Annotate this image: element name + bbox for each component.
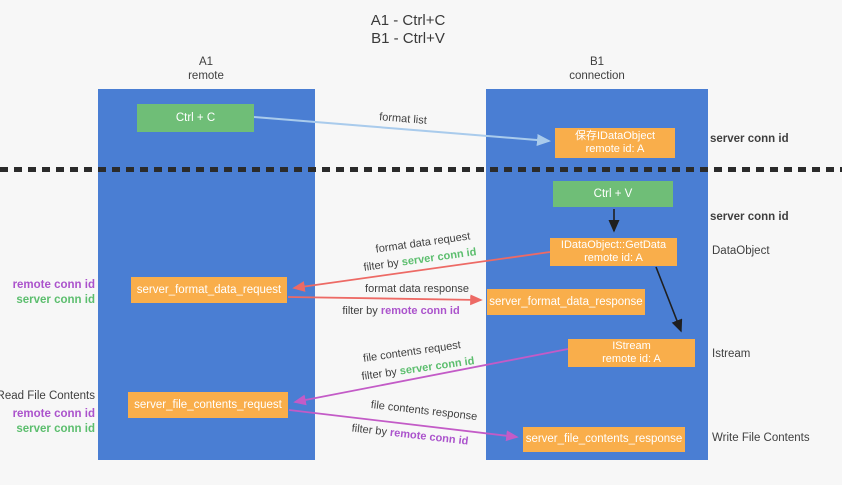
lane-header-b1: B1 connection	[537, 56, 657, 83]
istream-node: IStream remote id: A	[568, 339, 695, 367]
ctrl-c-label: Ctrl + C	[175, 111, 216, 124]
filter-by-remote-conn-id-label-2: filter by remote conn id	[351, 422, 469, 447]
ctrl-v-label: Ctrl + V	[593, 187, 633, 200]
save-idataobject-node: 保存IDataObject remote id: A	[555, 128, 675, 158]
filter-by-text: filter by	[360, 366, 398, 383]
server-conn-id-text: server conn id	[399, 355, 476, 378]
getdata-line1: IDataObject::GetData	[560, 239, 667, 251]
lane-a1-name: A1	[198, 56, 214, 68]
session-divider-dotted-line	[0, 167, 842, 172]
diagram-title: A1 - Ctrl+C B1 - Ctrl+V	[308, 12, 508, 48]
lane-header-a1: A1 remote	[146, 56, 266, 83]
read-file-contents-label: Read File Contents	[0, 390, 95, 402]
format-request-conn-ids: remote conn id server conn id	[13, 278, 95, 308]
write-file-contents-label: Write File Contents	[712, 432, 810, 444]
server-file-contents-request-label: server_file_contents_request	[134, 398, 282, 411]
lane-b1-subtitle: connection	[569, 69, 625, 82]
filter-by-remote-conn-id-label-1: filter by remote conn id	[342, 305, 459, 317]
remote-conn-id-text: remote conn id	[12, 408, 95, 420]
server-format-data-response-node: server_format_data_response	[487, 289, 645, 315]
ctrl-v-node: Ctrl + V	[553, 181, 673, 207]
remote-conn-id-text: remote conn id	[389, 426, 469, 448]
filter-by-text: filter by	[351, 422, 388, 439]
server-file-contents-response-label: server_file_contents_response	[525, 433, 683, 445]
ctrl-c-node: Ctrl + C	[137, 104, 254, 132]
save-idataobject-line1: 保存IDataObject	[574, 130, 656, 142]
server-file-contents-response-node: server_file_contents_response	[523, 427, 685, 452]
title-line-2: B1 - Ctrl+V	[371, 30, 445, 47]
server-conn-id-text: server conn id	[16, 294, 95, 306]
file-contents-response-label: file contents response	[370, 398, 478, 424]
server-file-contents-request-node: server_file_contents_request	[128, 392, 288, 418]
server-conn-id-text: server conn id	[16, 423, 95, 435]
filter-by-text: filter by	[362, 257, 400, 274]
format-data-response-label: format data response	[365, 283, 469, 295]
filter-by-text: filter by	[342, 305, 378, 317]
server-format-data-response-label: server_format_data_response	[489, 295, 643, 308]
remote-conn-id-text: remote conn id	[380, 305, 460, 317]
istream-line1: IStream	[612, 340, 651, 352]
istream-line2: remote id: A	[602, 353, 661, 365]
istream-side-label: Istream	[712, 348, 751, 360]
server-format-data-request-label: server_format_data_request	[136, 283, 282, 296]
idataobject-getdata-node: IDataObject::GetData remote id: A	[550, 238, 677, 266]
server-conn-id-side-label-2: server conn id	[710, 211, 789, 223]
lane-a1-subtitle: remote	[188, 69, 224, 82]
lane-b1-name: B1	[589, 56, 605, 68]
save-idataobject-line2: remote id: A	[585, 143, 645, 155]
server-format-data-request-node: server_format_data_request	[131, 277, 287, 303]
file-request-conn-ids: Read File Contents remote conn id server…	[0, 389, 95, 437]
title-line-1: A1 - Ctrl+C	[370, 12, 446, 29]
format-list-label: format list	[378, 111, 428, 127]
remote-conn-id-text: remote conn id	[12, 279, 95, 291]
dataobject-side-label: DataObject	[712, 245, 770, 257]
format-data-response-arrow	[287, 294, 483, 306]
getdata-line2: remote id: A	[584, 252, 643, 264]
server-conn-id-side-label-1: server conn id	[710, 133, 789, 145]
